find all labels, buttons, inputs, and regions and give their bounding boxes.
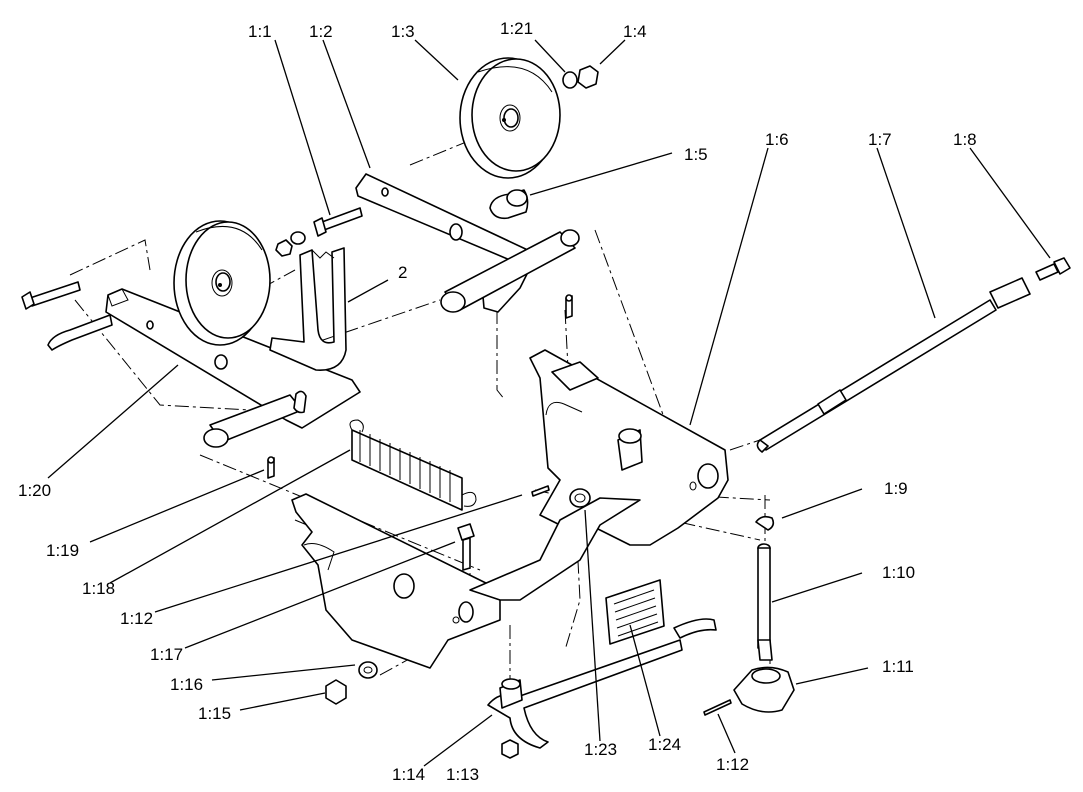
lower-bracket	[291, 493, 641, 669]
callout-labels: 1:1 1:2 1:3 1:21 1:4 1:5 1:6 1:7 1:8 2 1…	[18, 19, 977, 784]
callout-1-5: 1:5	[684, 145, 708, 164]
knob-assembly	[703, 515, 795, 716]
callout-1-23: 1:23	[584, 740, 617, 759]
callout-1-3: 1:3	[391, 22, 415, 41]
left-bolt	[21, 281, 81, 310]
lower-pulley	[173, 220, 271, 346]
pin-1-12-upper	[531, 485, 550, 497]
callout-1-21: 1:21	[500, 19, 533, 38]
upper-idler-arm	[355, 173, 580, 313]
nut-and-washer	[325, 661, 378, 705]
washer-1-23	[569, 488, 591, 508]
callout-1-6: 1:6	[765, 130, 789, 149]
grease-fittings	[267, 294, 573, 479]
decal	[605, 579, 665, 645]
callout-2: 2	[398, 263, 407, 282]
bolt-1-17	[457, 523, 475, 571]
callout-1-9: 1:9	[884, 479, 908, 498]
callout-1-7: 1:7	[868, 130, 892, 149]
callout-1-14: 1:14	[392, 765, 425, 784]
upper-pulley-hardware	[489, 65, 599, 220]
extension-spring	[349, 419, 477, 511]
callout-1-24: 1:24	[648, 735, 681, 754]
callout-1-18: 1:18	[82, 579, 115, 598]
callout-1-15: 1:15	[198, 704, 231, 723]
main-frame	[529, 349, 729, 546]
lower-idler-arm	[47, 288, 361, 448]
callout-1-11: 1:11	[882, 657, 914, 676]
callout-1-2: 1:2	[309, 22, 333, 41]
callout-1-17: 1:17	[150, 645, 183, 664]
callout-1-19: 1:19	[46, 541, 79, 560]
callout-1-12-left: 1:12	[120, 609, 153, 628]
callout-1-1: 1:1	[248, 22, 272, 41]
leader-lines	[47, 39, 1051, 767]
callout-1-20: 1:20	[18, 481, 51, 500]
callout-1-12-right: 1:12	[716, 755, 749, 774]
callout-1-16: 1:16	[170, 675, 203, 694]
belt-guide	[269, 247, 347, 371]
control-cable	[756, 257, 1071, 453]
pulley-bolt-hardware	[275, 207, 363, 257]
callout-1-4: 1:4	[623, 22, 647, 41]
callout-1-10: 1:10	[882, 563, 915, 582]
callout-1-8: 1:8	[953, 130, 977, 149]
shift-rod	[487, 618, 717, 759]
upper-pulley	[459, 57, 561, 179]
callout-1-13: 1:13	[446, 765, 479, 784]
